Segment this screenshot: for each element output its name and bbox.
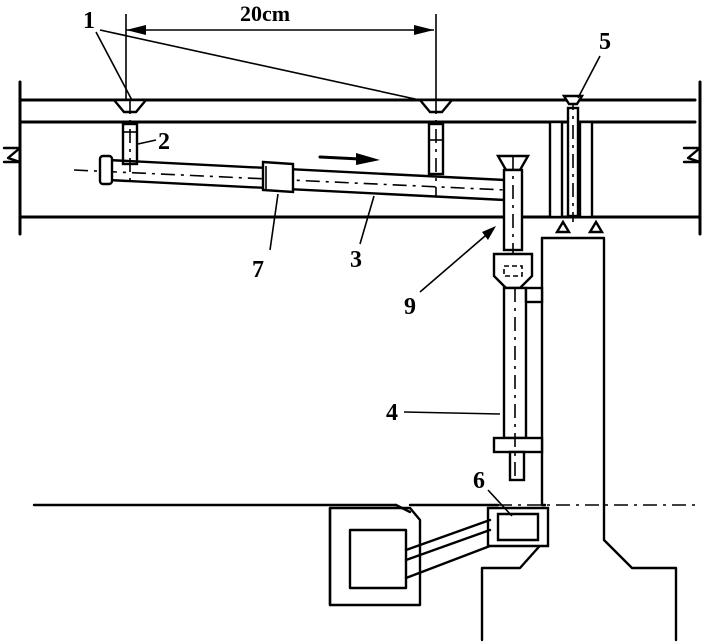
pier (480, 236, 678, 642)
pipe-coupling (261, 160, 295, 194)
downpipe (492, 286, 544, 482)
break-symbol-left (2, 146, 22, 164)
label-7: 7 (252, 257, 264, 283)
label-9: 9 (404, 294, 416, 320)
bearing-posts (548, 94, 594, 222)
label-6: 6 (473, 468, 485, 494)
ground-line (32, 503, 695, 514)
connecting-pipes (404, 518, 492, 580)
label-1: 1 (83, 8, 95, 34)
drain-inlet-left (111, 98, 149, 186)
label-4: 4 (386, 400, 398, 426)
bearing-left (554, 219, 572, 234)
vertical-pipe-upper (495, 154, 531, 265)
drain-inlet-right (417, 98, 455, 196)
sump-basin (328, 506, 422, 607)
collecting-pipe (73, 154, 507, 202)
break-symbol-right (682, 146, 702, 164)
label-3: 3 (350, 247, 362, 273)
label-5: 5 (599, 29, 611, 55)
label-2: 2 (158, 129, 170, 155)
bearing-right (587, 219, 605, 234)
flow-arrow (318, 153, 380, 165)
pipe-hopper (492, 252, 534, 290)
dimension-line (125, 14, 437, 100)
collection-box (486, 506, 550, 548)
dimension-label: 20cm (240, 1, 290, 26)
